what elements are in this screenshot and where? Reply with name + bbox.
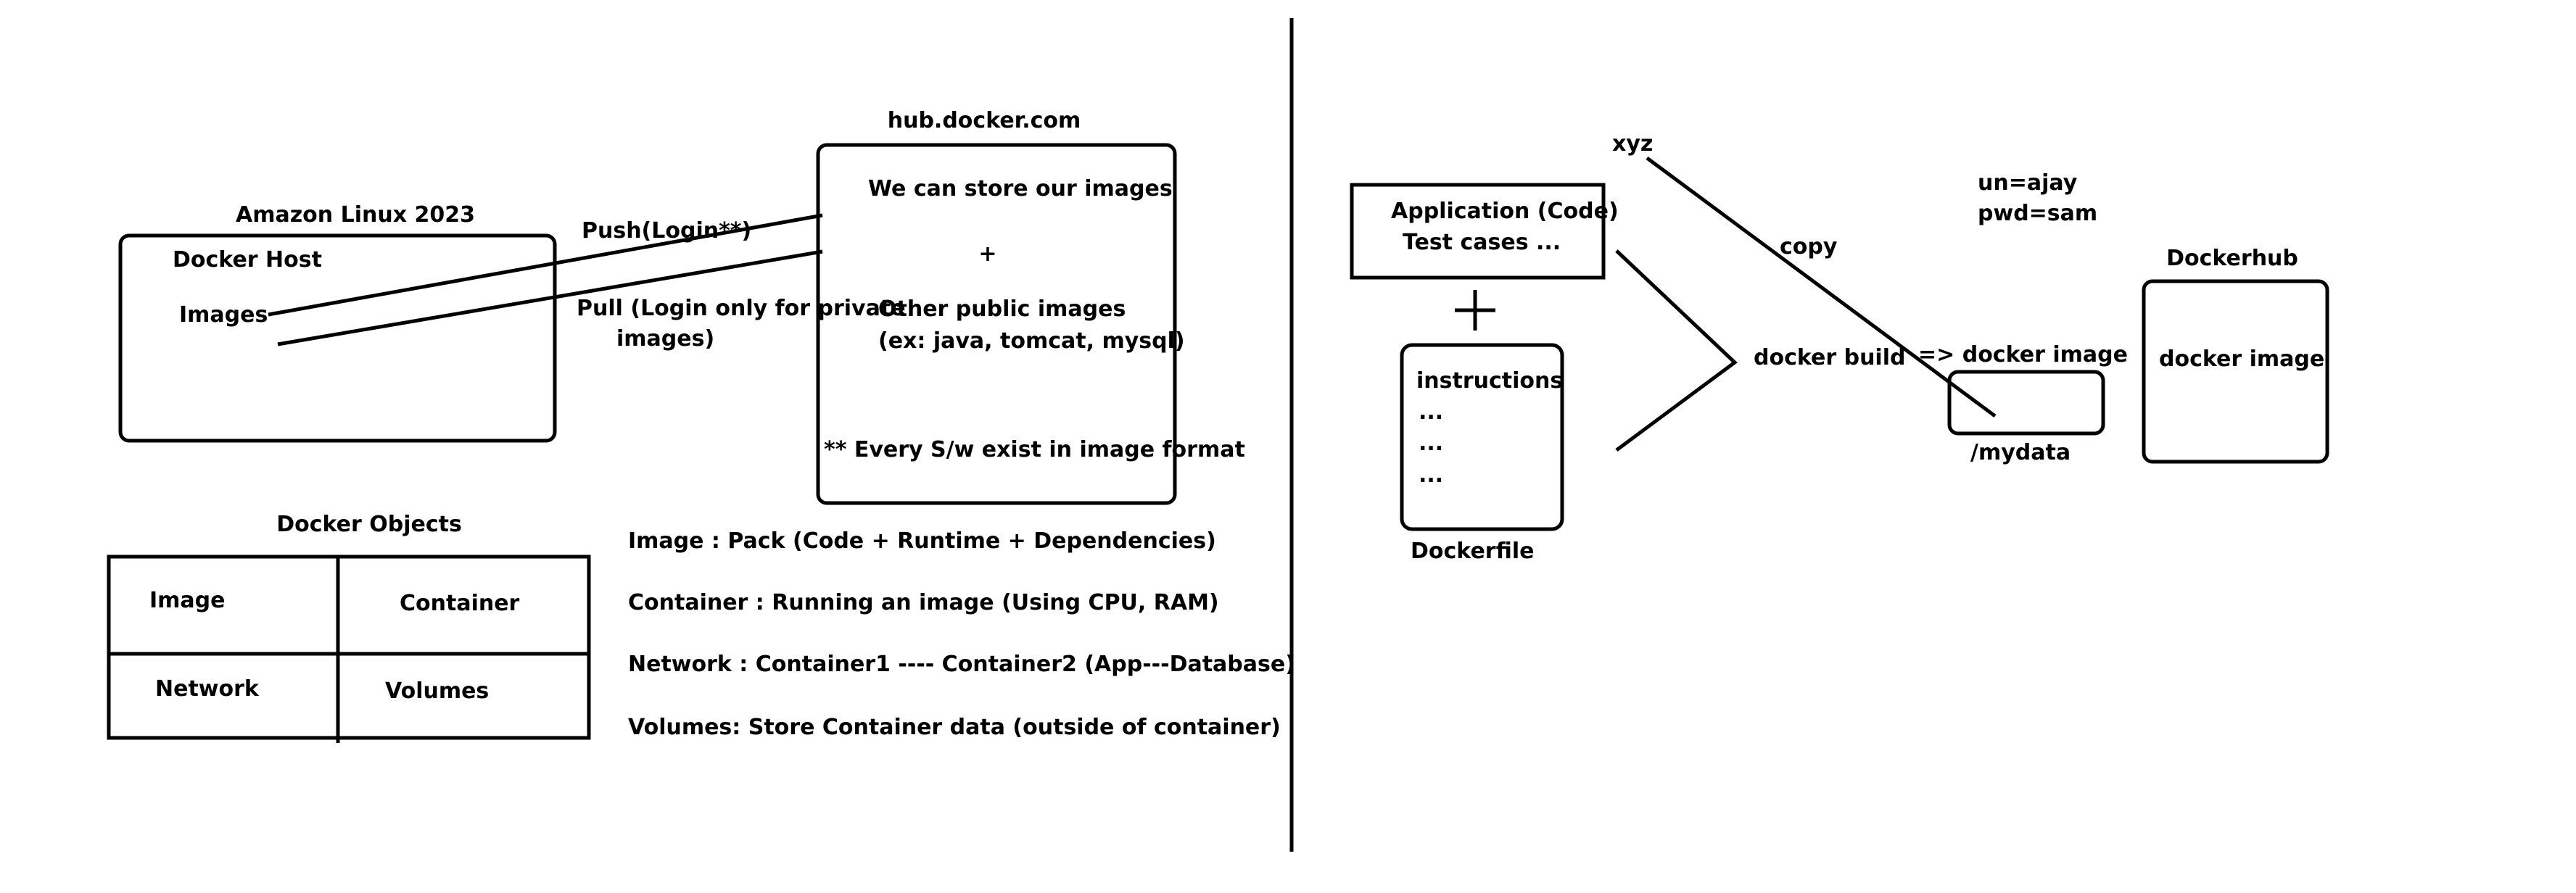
instructions-dots-2: ... [1419,431,1443,456]
build-bracket [1615,249,1738,452]
hub-title: hub.docker.com [888,108,1081,133]
host-images-label: Images [179,302,268,328]
def-image: Image : Pack (Code + Runtime + Dependenc… [628,528,1216,554]
objects-cell-volumes: Volumes [385,678,489,704]
host-title: Amazon Linux 2023 [236,202,475,228]
def-container: Container : Running an image (Using CPU,… [628,590,1219,615]
mydata-label: /mydata [1970,440,2071,465]
def-volumes: Volumes: Store Container data (outside o… [628,715,1281,740]
hub-plus: + [978,241,996,267]
objects-title: Docker Objects [276,512,462,537]
push-label: Push(Login**) [582,218,751,244]
docker-host-box [118,233,557,443]
hub-box [816,143,1177,505]
def-network: Network : Container1 ---- Container2 (Ap… [628,652,1295,677]
instructions-label: instructions [1416,368,1563,394]
pull-line [277,249,823,346]
hub-line-examples: (ex: java, tomcat, mysql) [878,328,1185,354]
objects-cell-network: Network [155,676,260,702]
objects-cell-image: Image [149,588,226,613]
password-label: pwd=sam [1978,201,2097,226]
username-label: un=ajay [1978,170,2078,196]
instructions-dots-1: ... [1419,399,1443,425]
app-line-code: Application (Code) [1391,199,1619,224]
pull-label-line2: images) [616,326,714,352]
docker-build-label: docker build [1754,345,1905,370]
copy-label: copy [1780,234,1838,259]
docker-image-arrow-label: => docker image [1918,342,2128,367]
push-line [268,213,823,317]
hub-note: ** Every S/w exist in image format [824,437,1245,462]
pull-label-line1: Pull (Login only for private [577,296,906,321]
dockerhub-box-text: docker image [2159,346,2324,372]
docker-image-box [1947,370,2105,436]
objects-cell-container: Container [400,591,520,616]
docker-host-label: Docker Host [173,247,322,273]
application-box [1350,183,1606,280]
dockerhub-box [2142,279,2329,464]
instructions-dots-3: ... [1419,462,1443,488]
copy-line [1646,156,1997,418]
xyz-label: xyz [1612,131,1653,157]
objects-table [107,555,591,740]
app-line-tests: Test cases ... [1403,230,1561,255]
hub-line-public: Other public images [878,296,1126,322]
hub-line-store: We can store our images [868,176,1173,202]
dockerfile-box [1400,343,1564,531]
dockerhub-title: Dockerhub [2166,246,2298,271]
dockerfile-label: Dockerfile [1411,539,1534,564]
